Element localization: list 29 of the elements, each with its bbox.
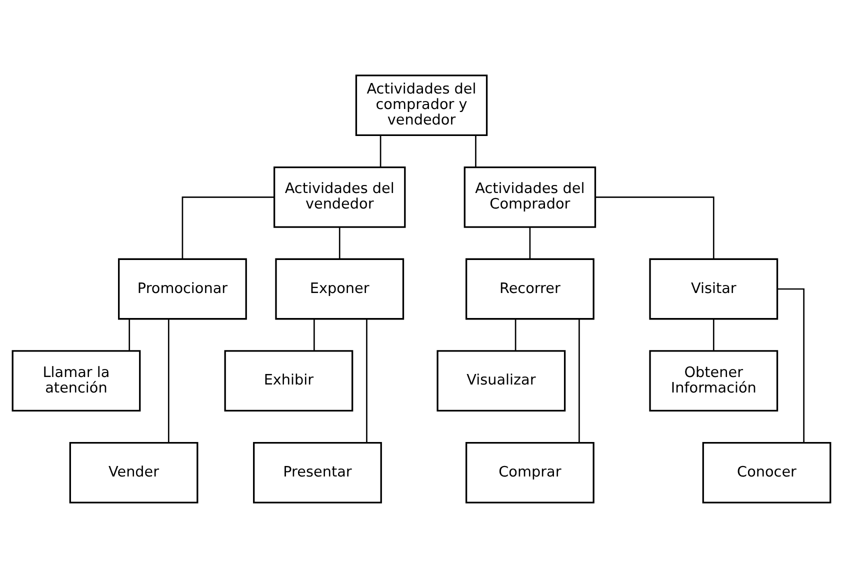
connector xyxy=(338,226,340,258)
connector xyxy=(578,318,580,442)
connector xyxy=(712,318,714,350)
node-box: Actividades del Comprador xyxy=(464,166,596,228)
node-box: Recorrer xyxy=(465,258,594,320)
connector xyxy=(596,196,714,258)
node-box: Exhibir xyxy=(224,350,354,412)
connector xyxy=(168,318,170,442)
node-box: Promocionar xyxy=(118,258,247,320)
connector xyxy=(380,134,382,166)
connector xyxy=(182,196,274,258)
node-box: Obtener Información xyxy=(649,350,778,412)
node-box: Llamar la atención xyxy=(12,350,141,412)
connector xyxy=(778,288,804,442)
node-box: Visualizar xyxy=(436,350,566,412)
node-box: Visitar xyxy=(649,258,778,320)
node-box: Actividades del vendedor xyxy=(274,166,406,228)
connector xyxy=(514,318,516,350)
connector xyxy=(529,226,531,258)
connector xyxy=(314,318,315,350)
connector xyxy=(128,318,130,350)
node-box: Vender xyxy=(69,441,198,503)
node-box: Conocer xyxy=(702,441,832,503)
connector xyxy=(366,318,368,442)
node-box: Exponer xyxy=(275,258,404,320)
node-box: Presentar xyxy=(253,441,382,503)
connector xyxy=(475,134,476,166)
node-box: Comprar xyxy=(465,441,594,503)
node-box: Actividades del comprador y vendedor xyxy=(355,74,488,136)
